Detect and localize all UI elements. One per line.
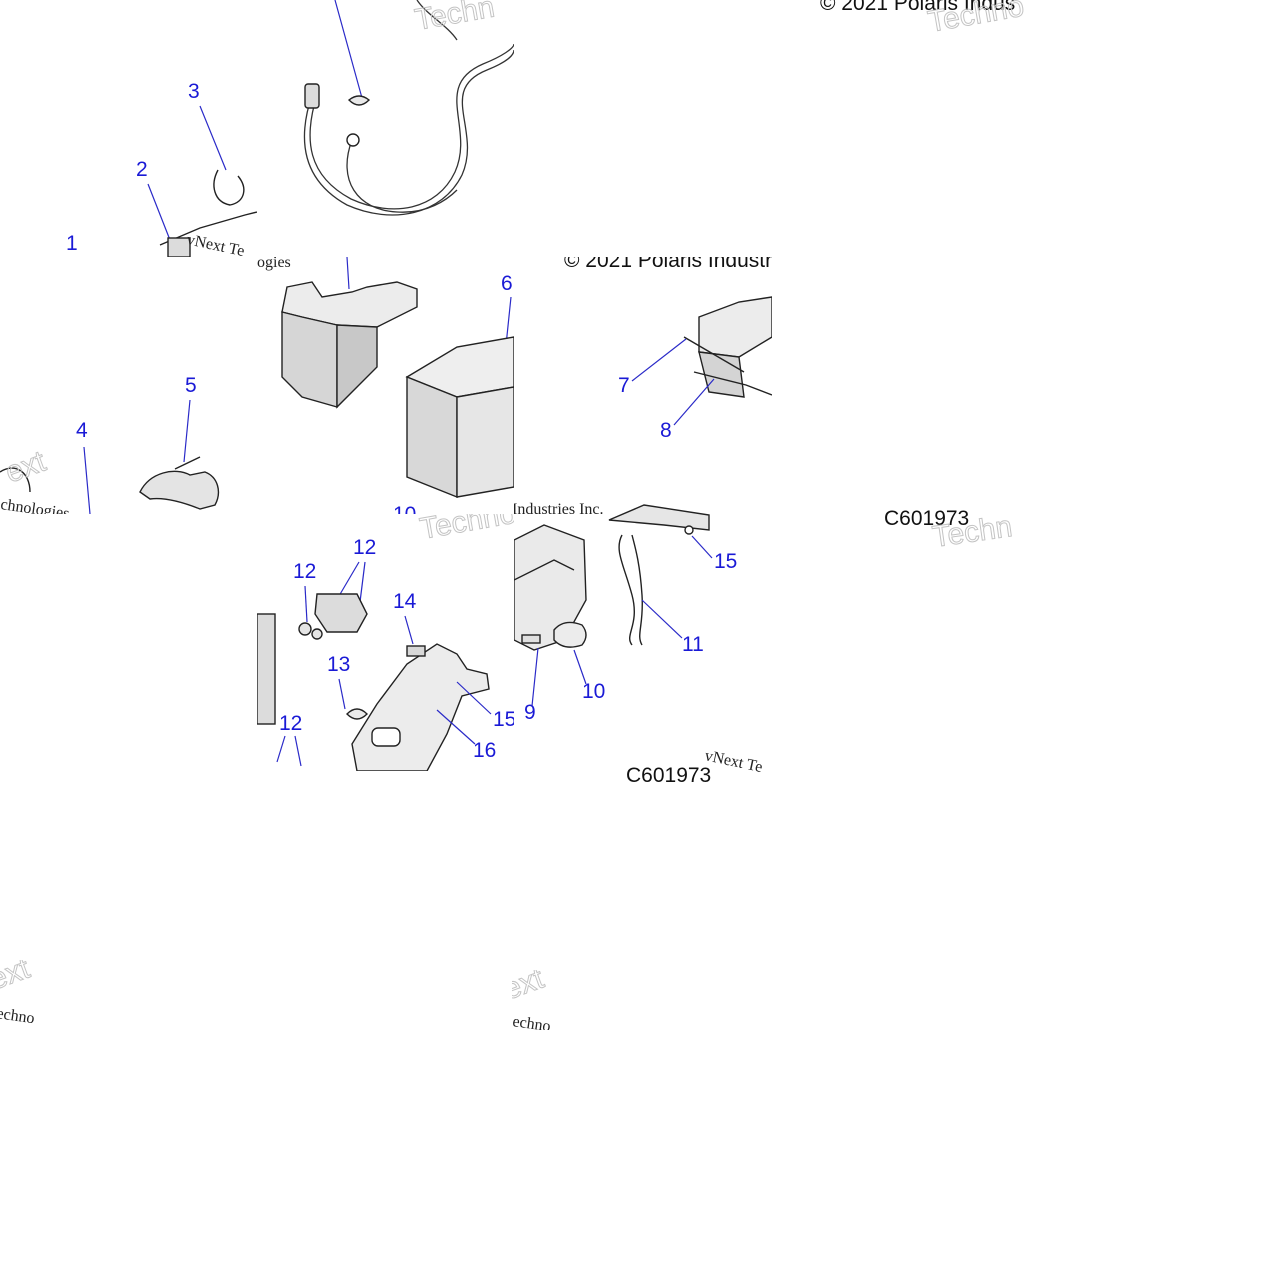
watermark-fragment: Techn [412,0,497,37]
watermark-fragment: vNext Te [185,231,246,257]
callout-10-glitch: 10 [393,503,416,514]
tile-figure-code: C601973 Techn [772,505,1028,555]
hose-clamp [553,621,587,648]
tile-top-middle: Techn [257,0,514,257]
callout-14: 14 [393,590,417,613]
figure-code-glitch: C601973 [626,764,711,785]
callout-12-c: 12 [279,712,302,735]
callout-1: 1 [66,232,78,255]
tile-center: 6 ogies 10 [257,257,514,514]
terminal-loop [213,169,245,206]
tile-top-right: © 2021 Polaris Indus Techno [514,0,1028,257]
solenoid [314,593,368,633]
callout-13: 13 [327,653,350,676]
callout-12-a: 12 [353,536,376,559]
tile-middle-right: © 2021 Polaris Industries Inc. vNext Te … [514,257,772,514]
figure-code: C601973 [884,507,969,530]
tile-middle-left: 5 4 ext chnologies [0,257,257,514]
callout-7: 7 [618,374,630,397]
watermark-fragment: ogies [257,257,291,271]
callout-4: 4 [76,419,88,442]
battery-cable [303,49,514,216]
watermark-fragment: vNext Te [703,747,764,776]
cable-clip [347,95,371,106]
mounting-plate [351,643,490,771]
watermark-fragment: ext [0,960,35,997]
battery-edge [257,613,276,725]
watermark-fragment: ext [1,445,51,490]
callout-15-a: 15 [493,708,514,731]
watermark-fragment: echno [0,1005,36,1027]
fuse-holder [167,237,191,257]
battery-tray [514,524,587,651]
tile-top-left: 3 2 1 vNext Te [0,0,257,257]
hold-down [608,504,710,531]
clamp [346,708,368,720]
tile-lower-left: 12 12 14 13 15 16 12 vNext Te Tec [257,514,514,771]
nut [298,622,312,636]
callout-3: 3 [188,80,200,103]
callout-16: 16 [473,739,496,762]
strap [618,534,635,646]
watermark-fragment: chnologies [0,496,70,514]
watermark-fragment: ext [512,970,549,1007]
bolt [521,634,541,644]
callout-6: 6 [501,272,513,295]
battery-cover [281,311,338,408]
watermark-fragment: echno [512,1013,552,1030]
callout-10: 10 [582,680,605,703]
tile-lower-center: Industries Inc. 15 11 9 10 vNext Te C601… [514,500,772,785]
watermark-fragment: Industries Inc. [514,501,604,518]
tile-bottom-center: ext echno [512,970,552,1030]
callout-12-b: 12 [293,560,316,583]
terminal-boot [139,470,220,510]
callout-15-b: 15 [714,550,737,573]
callout-5: 5 [185,374,197,397]
cable-terminal [304,83,320,109]
battery-bracket [698,296,772,358]
callout-9: 9 [524,701,536,724]
tile-bottom-left: ext echno [0,960,40,1030]
watermark-fragment: Techno [417,514,514,546]
copyright: © 2021 Polaris Industries Inc. [564,257,772,272]
callout-11: 11 [682,633,704,656]
callout-2: 2 [136,158,148,181]
callout-8: 8 [660,419,672,442]
copyright-partial: © 2021 Polaris Indus [820,0,1015,15]
watermark-fragment: Techno [925,0,1026,39]
battery [406,375,458,499]
